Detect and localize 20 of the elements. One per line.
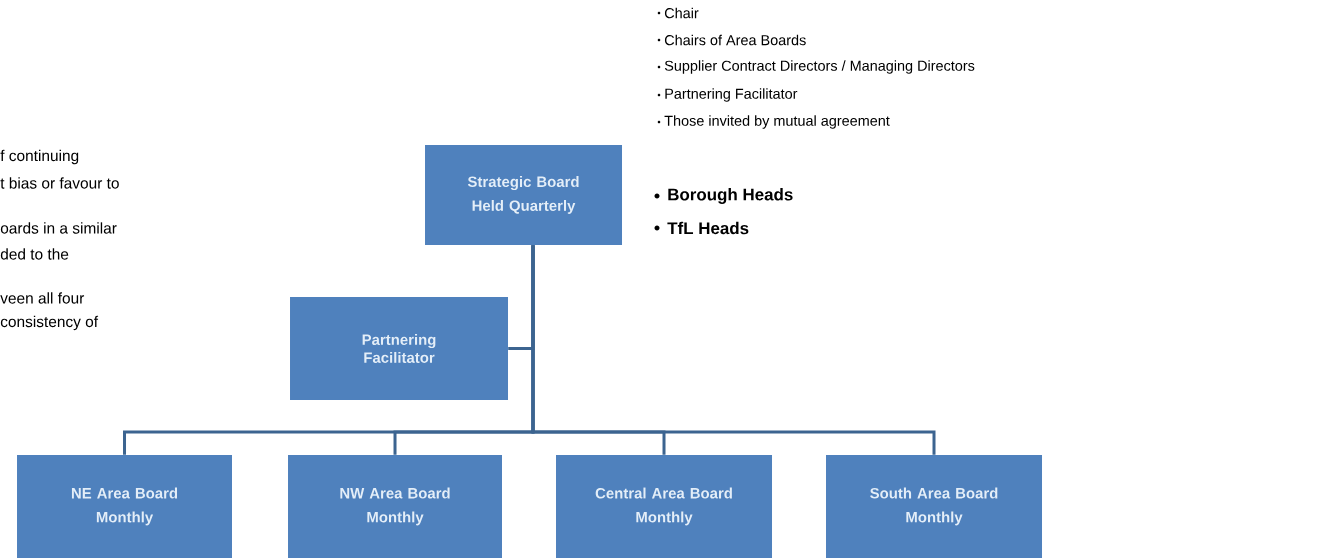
list-item: Supplier Contract Directors / Managing Directors <box>664 60 975 74</box>
list-item: Borough Heads <box>668 188 793 204</box>
board-box: Central Area Board Monthly <box>556 455 772 558</box>
list-item: Chairs of Area Boards <box>664 34 806 46</box>
list-item: Chair <box>664 7 699 19</box>
list-item: Those invited by mutual agreement <box>664 115 890 129</box>
note-text: f continuing <box>0 149 79 165</box>
connector-line <box>531 245 936 455</box>
list-item: TfL Heads <box>667 221 749 235</box>
list-item: Partnering Facilitator <box>665 88 798 102</box>
note-text: consistency of <box>0 315 99 331</box>
note-text: veen all four <box>0 292 85 304</box>
board-box: Strategic Board Held Quarterly <box>425 145 622 245</box>
board-box: NW Area Board Monthly <box>288 455 502 558</box>
note-text: t bias or favour to <box>0 177 119 189</box>
note-text: oards in a similar <box>0 222 117 234</box>
board-box: NE Area Board Monthly <box>17 455 232 558</box>
note-text: ded to the <box>0 248 69 260</box>
board-box: Partnering Facilitator <box>290 297 508 400</box>
board-box: South Area Board Monthly <box>826 455 1042 558</box>
